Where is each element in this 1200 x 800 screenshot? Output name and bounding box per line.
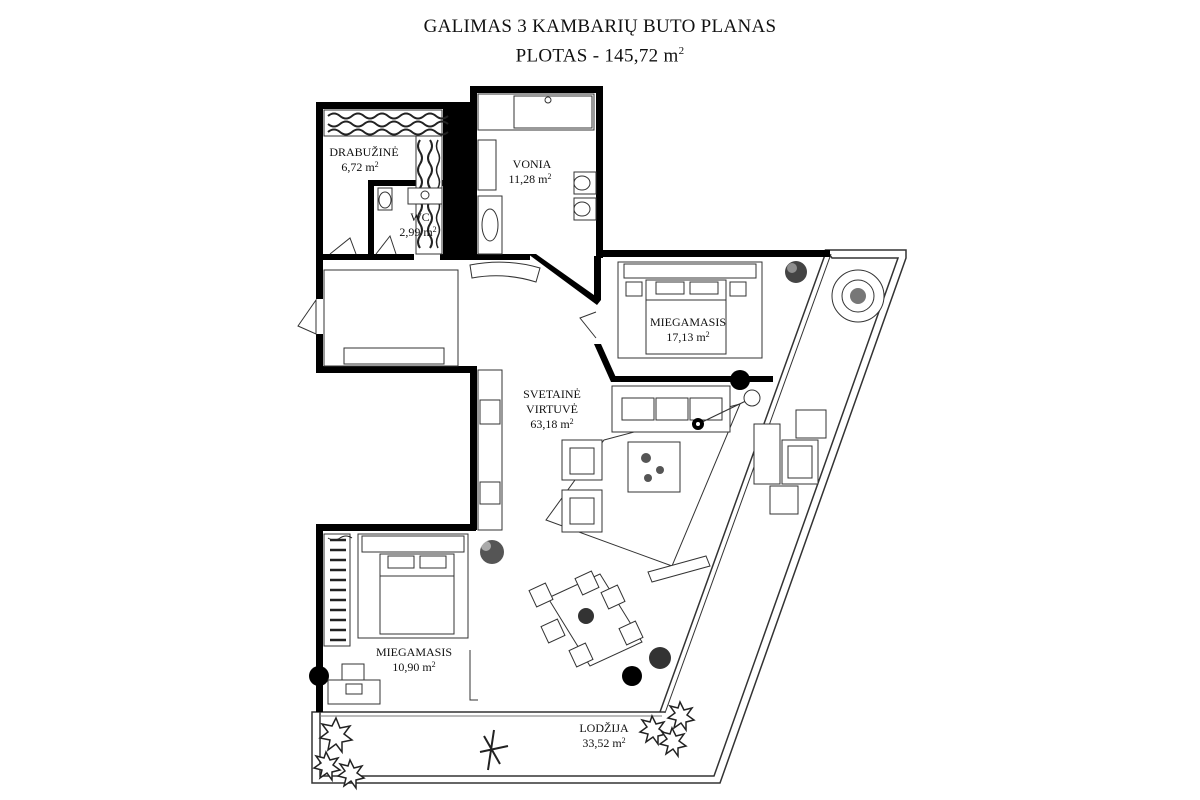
- plan-area-text: PLOTAS - 145,72 m: [515, 45, 679, 67]
- plan-title-line2: PLOTAS - 145,72 m2: [0, 39, 1200, 68]
- upper-bedroom-furniture: [617, 261, 807, 359]
- area-bathroom: 11,28 m2: [509, 172, 552, 186]
- living-room-furniture: [477, 369, 761, 669]
- area-living-room: 63,18 m2: [530, 417, 573, 431]
- plan-title-line1: GALIMAS 3 KAMBARIŲ BUTO PLANAS: [423, 16, 777, 37]
- bathroom-fixtures: [477, 93, 597, 255]
- lower-bedroom-furniture: [323, 533, 478, 705]
- area-loggia: 33,52 m2: [582, 736, 625, 750]
- area-wc: 2,99 m2: [399, 225, 436, 239]
- plan-title: GALIMAS 3 KAMBARIŲ BUTO PLANAS PLOTAS - …: [0, 14, 1200, 68]
- walls: [309, 86, 830, 712]
- corridor-wardrobe: [297, 234, 597, 367]
- wc-fixtures: [377, 187, 443, 211]
- label-upper-bedroom: MIEGAMASIS: [650, 315, 726, 329]
- label-kitchen: VIRTUVĖ: [526, 402, 578, 416]
- label-living-room: SVETAINĖ: [523, 387, 581, 401]
- area-lower-bedroom: 10,90 m2: [392, 660, 435, 674]
- area-dressing-room: 6,72 m2: [341, 160, 378, 174]
- area-upper-bedroom: 17,13 m2: [666, 330, 709, 344]
- label-lower-bedroom: MIEGAMASIS: [376, 645, 452, 659]
- loggia-furniture: [312, 269, 885, 791]
- label-loggia: LODŽIJA: [579, 721, 629, 735]
- label-wc: WC: [410, 210, 429, 224]
- label-bathroom: VONIA: [513, 157, 552, 171]
- plan-area-sup: 2: [678, 45, 685, 57]
- label-dressing-room: DRABUŽINĖ: [329, 145, 398, 159]
- room-labels: DRABUŽINĖ 6,72 m2 VONIA 11,28 m2 WC 2,99…: [329, 145, 726, 750]
